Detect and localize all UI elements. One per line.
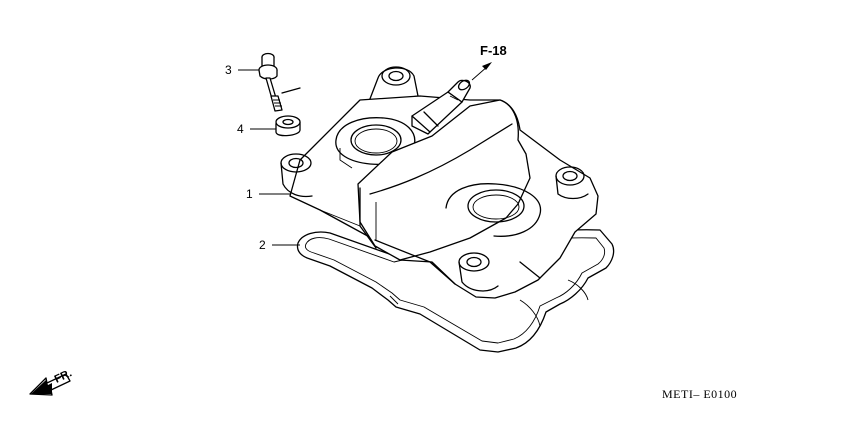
callout-4: 4	[237, 122, 276, 136]
diagram-code: METI– E0100	[662, 387, 737, 401]
front-arrow-label: FR.	[53, 367, 74, 385]
callout-1: 1	[246, 187, 290, 201]
cylinder-head-cover	[280, 66, 599, 299]
callout-2: 2	[259, 238, 300, 252]
front-direction-indicator: FR.	[29, 367, 74, 396]
seal-washer	[275, 115, 301, 137]
reference-f18: F-18	[471, 43, 507, 81]
cover-bolt	[258, 52, 301, 112]
callout-number: 3	[225, 63, 232, 77]
reference-label: F-18	[480, 43, 507, 58]
callout-number: 2	[259, 238, 266, 252]
callout-3: 3	[225, 63, 259, 77]
callout-number: 1	[246, 187, 253, 201]
callout-number: 4	[237, 122, 244, 136]
arrow-head-icon	[482, 62, 492, 70]
